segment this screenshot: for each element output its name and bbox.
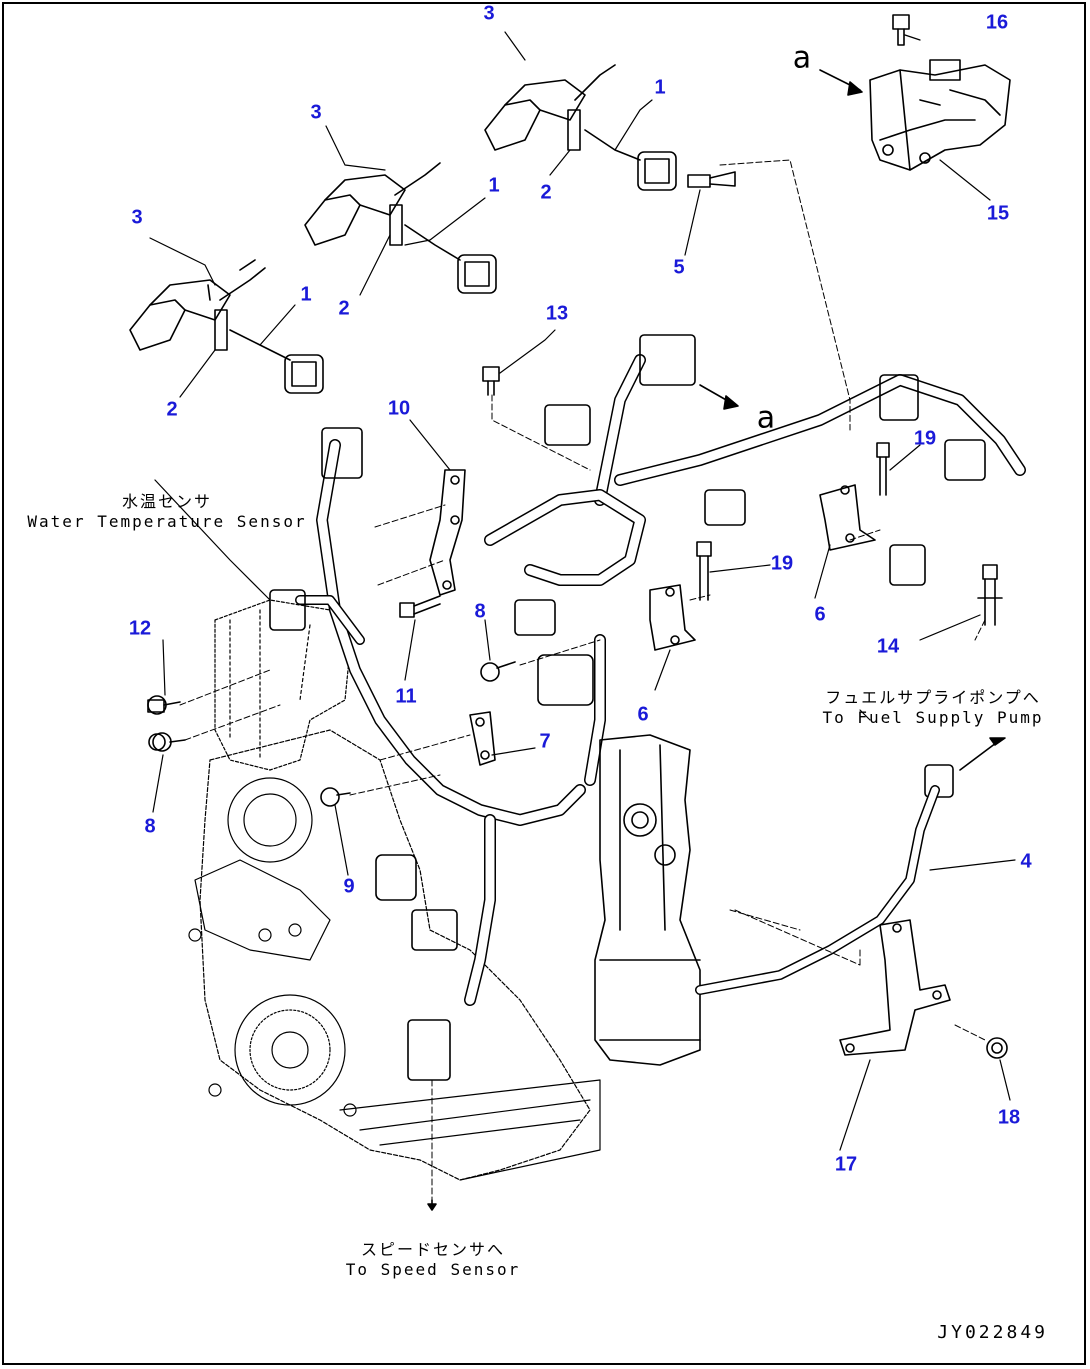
water-temp-sensor-note: 水温センサ Water Temperature Sensor	[27, 492, 306, 532]
callout-8-a: 8	[144, 815, 156, 838]
ref-letter-a-1: a	[792, 40, 812, 76]
sub-harness-2	[304, 162, 497, 294]
connectors	[269, 334, 986, 1081]
direction-arrows	[427, 69, 863, 1211]
callout-1-c: 1	[654, 76, 666, 99]
water-temp-en: Water Temperature Sensor	[27, 512, 307, 531]
callout-16: 16	[985, 11, 1009, 34]
fuel-pump-jp: フュエルサプライポンプへ	[825, 688, 1041, 707]
callout-19-b: 19	[770, 552, 794, 575]
bolt-16	[892, 14, 910, 46]
bracket-10	[429, 469, 466, 596]
sub-harness-1	[129, 259, 324, 394]
callout-3-b: 3	[310, 101, 322, 124]
fuel-pump-en: To Fuel Supply Pump	[822, 708, 1044, 727]
sub-harness-3	[484, 64, 677, 191]
callout-8-b: 8	[474, 600, 486, 623]
engine-block	[188, 599, 601, 1181]
callout-15: 15	[986, 202, 1010, 225]
ref-letter-a-2: a	[756, 400, 776, 436]
callout-11: 11	[395, 685, 417, 708]
bracket-6b	[649, 584, 696, 651]
leader-lines	[149, 31, 1016, 1151]
callout-2-b: 2	[338, 297, 350, 320]
callout-1-a: 1	[300, 283, 312, 306]
speed-sensor-jp: スピードセンサへ	[360, 1240, 505, 1259]
callout-2-c: 2	[540, 181, 552, 204]
bolts	[147, 366, 1008, 1059]
drawing-number: JY022849	[937, 1322, 1048, 1343]
main-harness	[295, 354, 1026, 1006]
callout-19-a: 19	[913, 427, 937, 450]
callout-14: 14	[876, 635, 900, 658]
callout-3-a: 3	[131, 206, 143, 229]
callout-13: 13	[545, 302, 569, 325]
callout-9: 9	[343, 875, 355, 898]
bracket-7	[469, 711, 496, 766]
fuel-pump-branch	[695, 737, 1006, 995]
callout-4: 4	[1020, 850, 1032, 873]
callout-3-c: 3	[483, 2, 495, 25]
callout-2-a: 2	[166, 398, 178, 421]
speed-sensor-note: スピードセンサへ To Speed Sensor	[346, 1240, 521, 1280]
speed-sensor-en: To Speed Sensor	[345, 1260, 521, 1279]
callout-17: 17	[834, 1153, 858, 1176]
bolt-5	[687, 171, 736, 188]
callout-6-a: 6	[814, 603, 826, 626]
fuel-filter	[594, 734, 701, 1066]
fuel-pump-note: フュエルサプライポンプへ To Fuel Supply Pump	[822, 688, 1043, 728]
bracket-6a	[819, 484, 876, 551]
callout-12: 12	[128, 617, 152, 640]
callout-10: 10	[387, 397, 411, 420]
water-temp-jp: 水温センサ	[121, 492, 212, 511]
callout-1-b: 1	[488, 174, 500, 197]
callout-5: 5	[673, 256, 685, 279]
assembly-lines	[179, 159, 986, 1211]
callout-6-b: 6	[637, 703, 649, 726]
ecu-bracket	[869, 59, 1011, 171]
callout-18: 18	[997, 1106, 1021, 1129]
callout-7: 7	[539, 730, 551, 753]
bracket-17	[839, 919, 951, 1056]
